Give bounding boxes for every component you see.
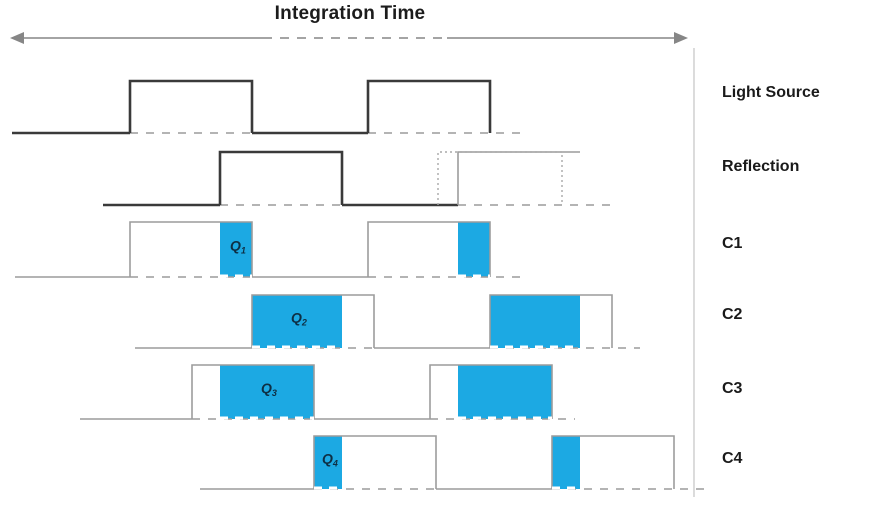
signal-label-c4: C4 [722,450,743,467]
charge-region-c4-1 [314,436,342,489]
signal-label-c3: C3 [722,380,743,397]
charge-region-c3-2 [458,365,552,419]
waveform-c4: Q4 [200,435,710,490]
pulse [251,294,375,348]
charge-label-c4: Q4 [322,451,338,469]
integration-time-title: Integration Time [274,3,426,24]
arrowhead-left-icon [10,32,24,44]
pulse [367,221,491,277]
signal-label-c1: C1 [722,235,743,252]
arrowhead-right-icon [674,32,688,44]
pulse [129,221,253,277]
signal-label-light-source: Light Source [722,84,820,101]
waveform-c2: Q2 [135,294,640,349]
charge-region-c1-2 [458,222,490,277]
pulse [128,79,254,133]
charge-label-c3: Q3 [261,380,277,398]
waveform-c1: Q1 [15,221,525,278]
charge-region-c2-2 [490,295,580,348]
waveform-light-source [12,79,528,135]
signal-label-c2: C2 [722,306,743,323]
signal-label-reflection: Reflection [722,158,800,175]
charge-label-c2: Q2 [291,310,307,328]
pulse [429,364,553,419]
pulse [366,79,492,133]
pulse [191,364,315,419]
charge-region-c4-2 [552,436,580,489]
pulse [551,435,675,489]
waveform-c3: Q3 [80,364,575,420]
pulse-delayed-gray [457,151,580,205]
integration-time-arrow [10,32,688,44]
charge-region-c2-1 [252,295,342,348]
pulse [313,435,437,489]
charge-region-c1-1 [220,222,252,277]
pulse [218,150,344,205]
pulse [489,294,613,348]
waveform-reflection [103,150,610,207]
charge-region-c3-1 [220,365,314,419]
pulse-ghost-dotted [437,151,563,205]
charge-label-c1: Q1 [230,238,246,256]
